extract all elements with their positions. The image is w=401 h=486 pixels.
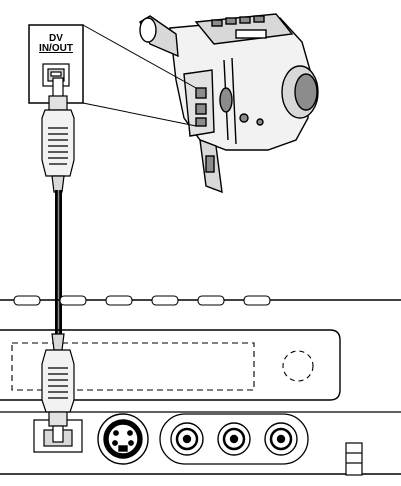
dv-port-label-line1: DV [49,33,63,44]
dv-port-label: DV IN/OUT [32,34,80,54]
rca-jack-1 [170,422,204,456]
rca-jack-icon [170,422,298,456]
s-video-jack-icon [97,413,149,465]
dv-port-label-line2: IN/OUT [39,43,73,54]
dv-cable [55,190,62,350]
recorder-front-panel [0,295,401,475]
side-connector [345,442,363,476]
rca-jack-3 [264,422,298,456]
dv-plug-lower-icon [41,333,75,443]
dv-plug-icon [41,77,75,193]
camcorder-icon [139,13,319,194]
rca-jack-2 [217,422,251,456]
